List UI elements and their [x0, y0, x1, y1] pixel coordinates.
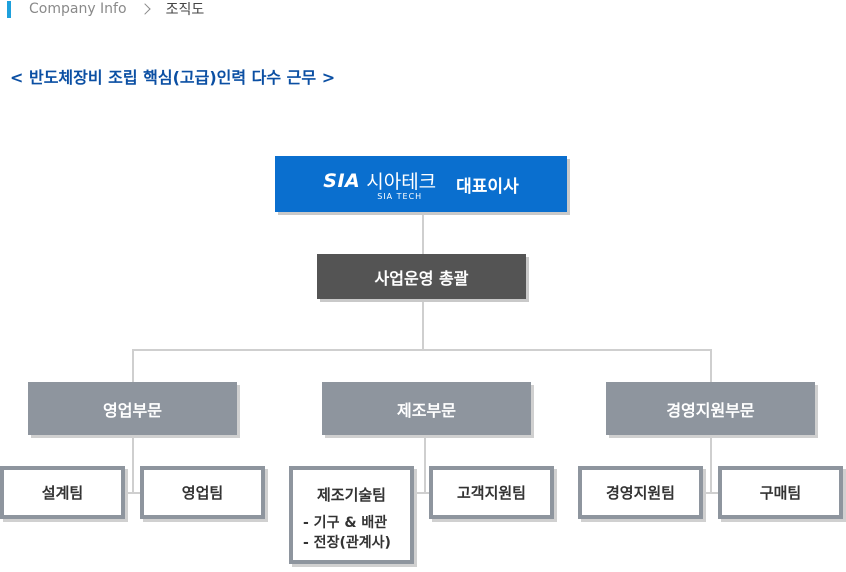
connector-ceo-ops: [422, 212, 424, 254]
team-design: 설계팀: [0, 466, 125, 519]
connector-team-pair-3: [703, 492, 718, 494]
team-purchasing: 구매팀: [718, 466, 843, 519]
team-detail-electrical: - 전장(관계사): [303, 535, 391, 551]
department-label: 영업부문: [103, 400, 162, 420]
ceo-title: 대표이사: [456, 176, 519, 197]
department-manufacturing: 제조부문: [322, 382, 531, 435]
department-sales: 영업부문: [28, 382, 237, 435]
connector-dept2-teams: [424, 435, 426, 493]
connector-ops-horizontal: [422, 299, 424, 350]
team-label: 경영지원팀: [605, 484, 675, 502]
logo-mark: SIA: [323, 169, 361, 192]
breadcrumb: Company Info 조직도: [0, 0, 204, 18]
team-label: 설계팀: [41, 484, 84, 502]
team-detail-mechanical: - 기구 & 배관: [303, 515, 388, 531]
chevron-right-icon: [138, 3, 151, 15]
connector-dept3-drop: [710, 349, 712, 382]
team-management-support: 경영지원팀: [578, 466, 703, 519]
breadcrumb-current: 조직도: [165, 2, 205, 18]
team-customer-support: 고객지원팀: [429, 466, 554, 519]
page-heading: < 반도체장비 조립 핵심(고급)인력 다수 근무 >: [10, 68, 336, 87]
connector-dept1-teams: [132, 435, 134, 493]
team-label: 구매팀: [759, 484, 802, 502]
company-logo: SIA 시아테크 SIA TECH: [323, 167, 437, 202]
ceo-box: SIA 시아테크 SIA TECH 대표이사: [275, 156, 567, 212]
team-label: 고객지원팀: [456, 484, 526, 502]
operations-box: 사업운영 총괄: [317, 254, 526, 299]
breadcrumb-accent-bar: [7, 0, 11, 18]
logo-subtitle: SIA TECH: [377, 192, 423, 201]
team-label: 제조기술팀: [316, 486, 386, 504]
connector-dept1-drop: [132, 349, 134, 382]
department-management-support: 경영지원부문: [606, 382, 815, 435]
connector-team-pair-2: [414, 492, 429, 494]
department-label: 제조부문: [397, 400, 456, 420]
connector-dept3-teams: [710, 435, 712, 493]
breadcrumb-company-info-link[interactable]: Company Info: [29, 1, 127, 17]
connector-dept-bus: [132, 349, 712, 351]
department-label: 경영지원부문: [666, 400, 755, 420]
connector-team-pair-1: [125, 492, 140, 494]
team-label: 영업팀: [181, 484, 224, 502]
operations-title: 사업운영 총괄: [374, 268, 469, 288]
logo-company-name: 시아테크: [366, 171, 437, 193]
team-sales: 영업팀: [140, 466, 265, 519]
team-manufacturing-tech: 제조기술팀 - 기구 & 배관 - 전장(관계사): [289, 466, 414, 564]
